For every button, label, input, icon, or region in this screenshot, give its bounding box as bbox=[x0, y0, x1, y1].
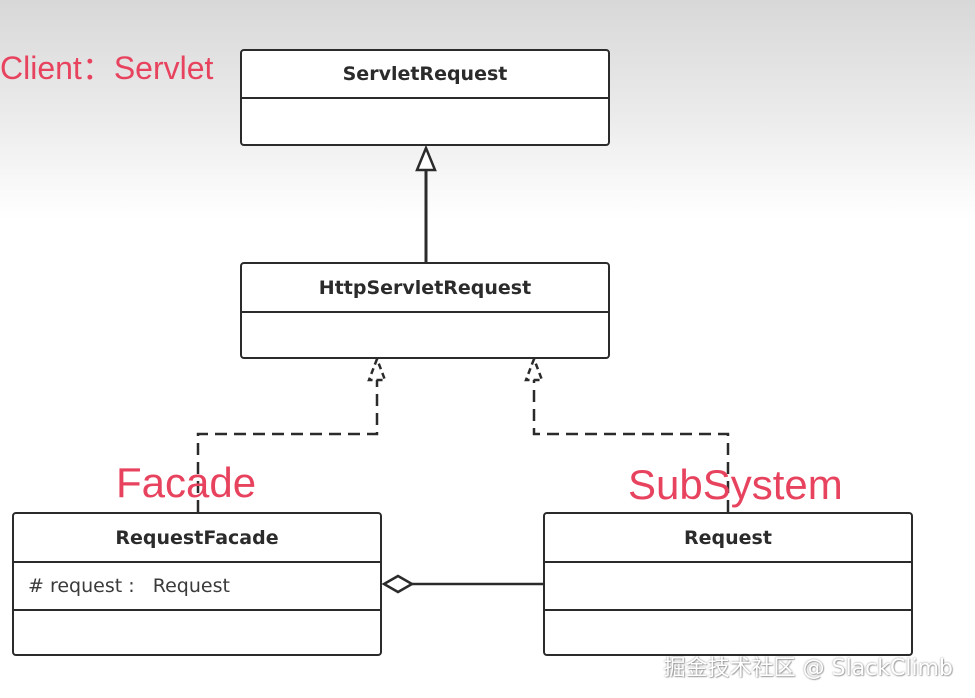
realization-line-request bbox=[532, 380, 730, 512]
class-name: HttpServletRequest bbox=[242, 264, 608, 313]
class-attributes-empty bbox=[545, 563, 911, 611]
class-name: ServletRequest bbox=[242, 51, 608, 99]
class-name: Request bbox=[545, 514, 911, 563]
realization-arrowhead-request bbox=[524, 355, 544, 382]
aggregation-diamond bbox=[381, 574, 415, 594]
class-name: RequestFacade bbox=[14, 514, 380, 563]
class-attribute: # request : Request bbox=[14, 563, 380, 611]
watermark: 掘金技术社区 @ SlackClimb bbox=[663, 656, 953, 681]
realization-arrowhead-facade bbox=[367, 355, 387, 382]
class-http-servlet-request: HttpServletRequest bbox=[240, 262, 610, 359]
generalization-arrowhead bbox=[415, 144, 437, 172]
realization-line-facade bbox=[196, 380, 379, 512]
subsystem-label: SubSystem bbox=[628, 461, 843, 508]
facade-label: Facade bbox=[116, 459, 257, 506]
client-label: Client：Servlet bbox=[0, 50, 214, 86]
class-request-facade: RequestFacade # request : Request bbox=[12, 512, 382, 656]
class-request: Request bbox=[543, 512, 913, 656]
class-servlet-request: ServletRequest bbox=[240, 49, 610, 146]
